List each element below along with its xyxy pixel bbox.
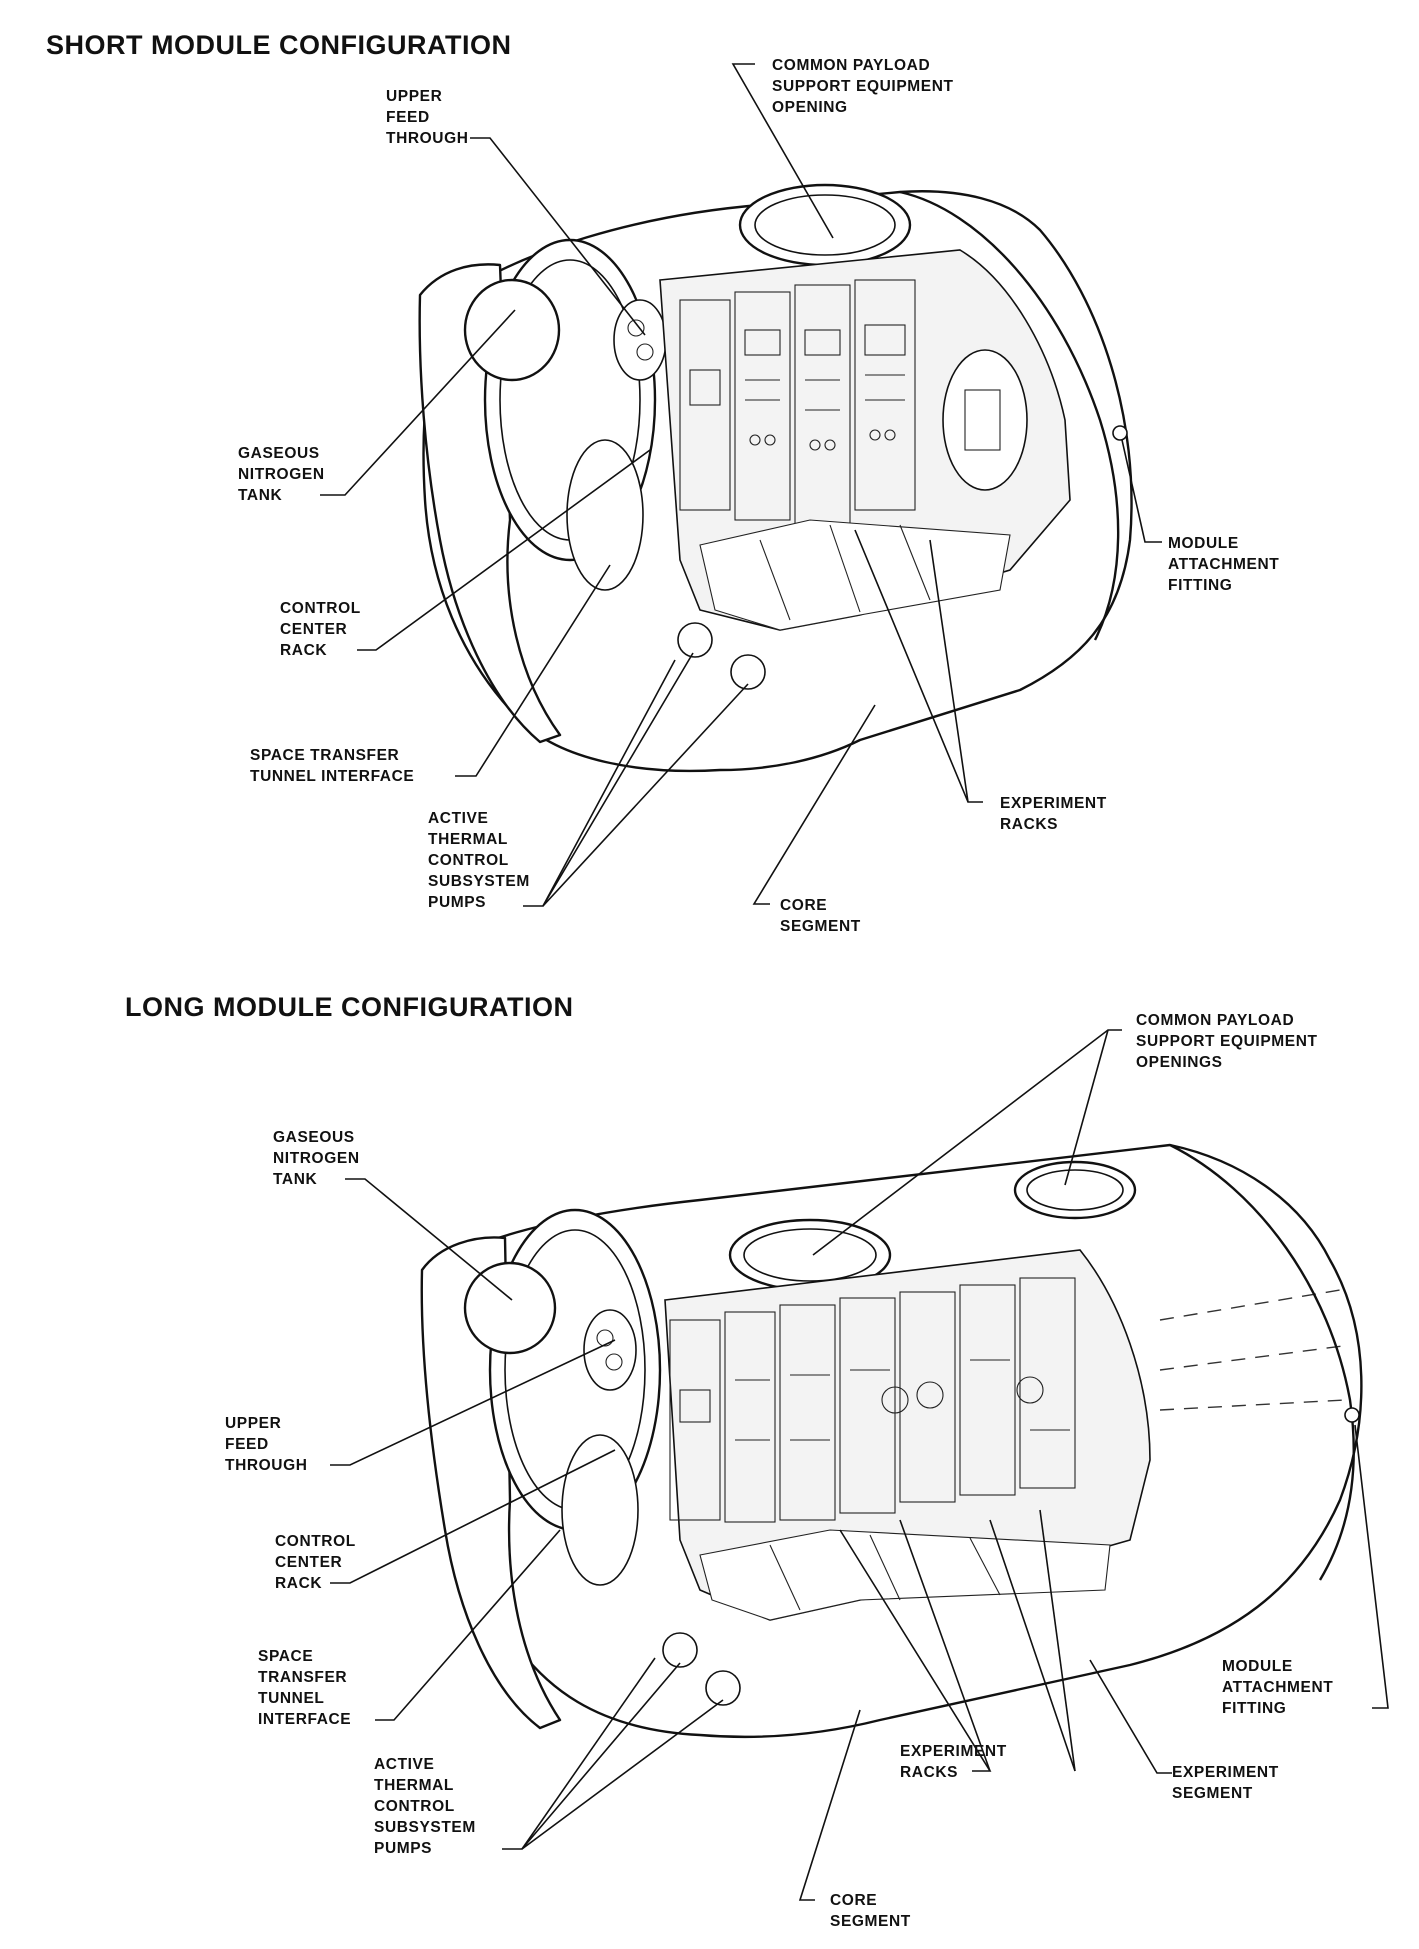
long-module-illustration xyxy=(420,1143,1363,1739)
short-module-illustration xyxy=(418,183,1133,773)
long-module-leader-lines xyxy=(330,1029,1389,1901)
short-module-title: SHORT MODULE CONFIGURATION xyxy=(46,30,512,60)
short-module-leader-lines xyxy=(320,63,1162,907)
long-module-title: LONG MODULE CONFIGURATION xyxy=(125,992,574,1022)
